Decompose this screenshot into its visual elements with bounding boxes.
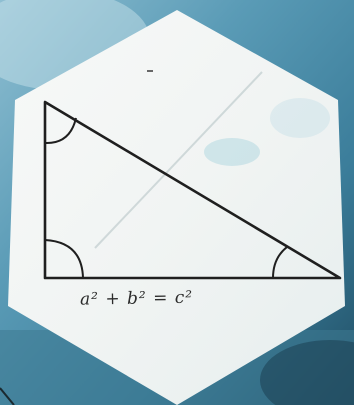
angle-arc-top — [44, 117, 77, 145]
hexagon-photo-frame — [8, 10, 345, 405]
paper-blur-patch — [270, 98, 330, 138]
corner-edge-mark — [0, 387, 15, 405]
background-blur-dark — [260, 340, 354, 405]
angle-arc-right — [272, 246, 288, 279]
faint-diagonal-line — [94, 71, 263, 249]
paper-blur-patch — [204, 138, 260, 166]
right-triangle — [43, 100, 342, 280]
right-angle-arc — [44, 239, 84, 279]
pythagorean-formula: a² + b² = c² — [79, 287, 194, 310]
